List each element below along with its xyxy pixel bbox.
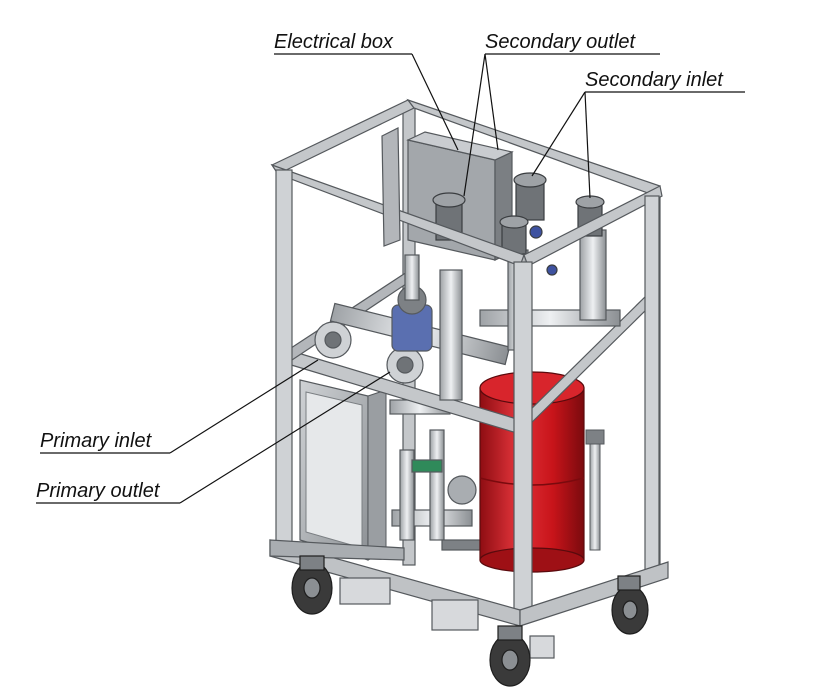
caster-wheels — [291, 555, 649, 687]
frame-top — [270, 98, 663, 267]
middle-pipework — [314, 229, 621, 401]
primary-outlet-label: Primary outlet — [36, 480, 160, 502]
heat-exchanger — [299, 379, 387, 561]
right-drain-pipe — [585, 429, 605, 551]
primary-inlet-label: Primary inlet — [40, 430, 152, 452]
leader-lines — [36, 53, 745, 504]
electrical-box-label: Electrical box — [274, 31, 393, 53]
secondary-inlet-label: Secondary inlet — [585, 69, 723, 91]
top-fittings — [432, 172, 605, 276]
secondary-outlet-label: Secondary outlet — [485, 31, 636, 53]
